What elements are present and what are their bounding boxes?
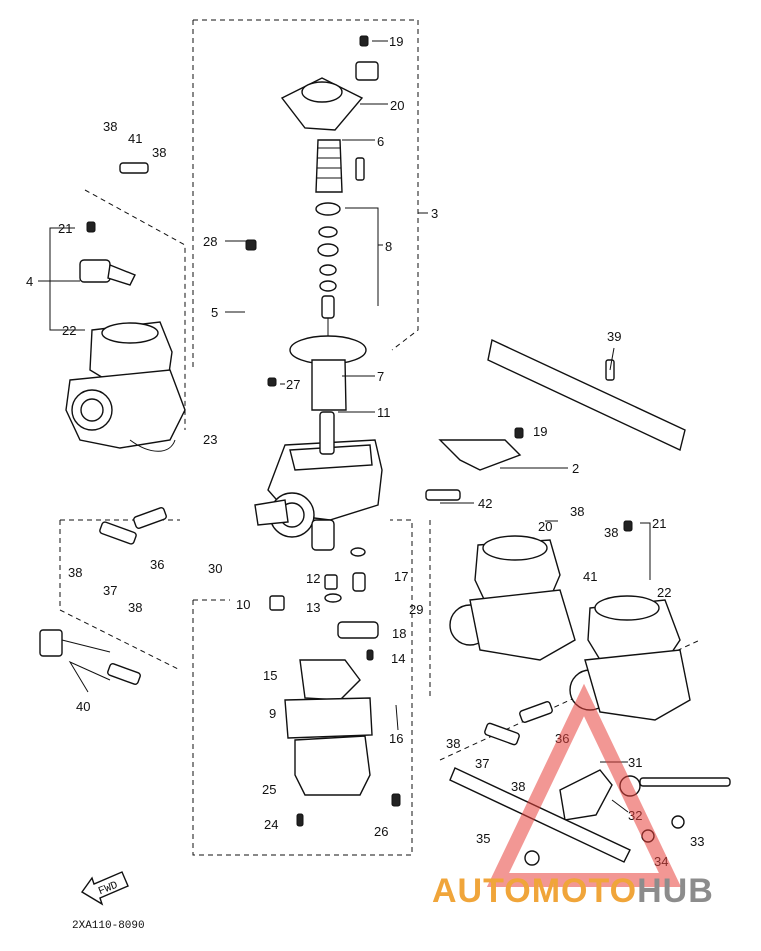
callout-28: 28 xyxy=(203,234,217,249)
callout-38-left-b: 38 xyxy=(128,600,142,615)
callout-38-right-b: 38 xyxy=(604,525,618,540)
callout-40: 40 xyxy=(76,699,90,714)
callout-41-left: 41 xyxy=(128,131,142,146)
svg-text:AUTOMOTOHUB: AUTOMOTOHUB xyxy=(432,872,714,910)
vacuum-chamber-stack xyxy=(280,61,379,455)
callout-8: 8 xyxy=(385,239,392,254)
forward-arrow: FWD xyxy=(80,871,129,906)
callout-22-left: 22 xyxy=(62,323,76,338)
callout-38-right-a: 38 xyxy=(570,504,584,519)
callout-39: 39 xyxy=(607,329,621,344)
logo-text-hub: HUB xyxy=(637,872,714,910)
callout-10: 10 xyxy=(236,597,250,612)
callout-33: 33 xyxy=(690,834,704,849)
callout-21-right: 21 xyxy=(652,516,666,531)
callout-11: 11 xyxy=(377,405,391,420)
callout-22-right: 22 xyxy=(657,585,671,600)
callout-12: 12 xyxy=(306,571,320,586)
diagram-code: 2XA110-8090 xyxy=(72,920,145,932)
callout-38-top-b: 38 xyxy=(152,145,166,160)
callout-36-left: 36 xyxy=(150,557,164,572)
callout-37-left: 37 xyxy=(103,583,117,598)
callout-27: 27 xyxy=(286,377,300,392)
callout-13: 13 xyxy=(306,600,320,615)
callout-35: 35 xyxy=(476,831,490,846)
callout-9: 9 xyxy=(269,706,276,721)
callout-3: 3 xyxy=(431,206,438,221)
callout-26: 26 xyxy=(374,824,388,839)
callout-6: 6 xyxy=(377,134,384,149)
callout-14: 14 xyxy=(391,651,405,666)
left-carburetor xyxy=(65,259,186,452)
watermark-triangle xyxy=(486,683,682,887)
callout-20-right: 20 xyxy=(538,519,552,534)
callout-23: 23 xyxy=(203,432,217,447)
callout-41-right: 41 xyxy=(583,569,597,584)
callout-20-top: 20 xyxy=(390,98,404,113)
callout-21-left: 21 xyxy=(58,221,72,236)
callout-38-left-a: 38 xyxy=(68,565,82,580)
callout-2: 2 xyxy=(572,461,579,476)
right-carburetors xyxy=(449,535,691,721)
leader-lines xyxy=(38,40,651,813)
callout-42: 42 xyxy=(478,496,492,511)
callout-24: 24 xyxy=(264,817,278,832)
callout-25: 25 xyxy=(262,782,276,797)
callout-7: 7 xyxy=(377,369,384,384)
callout-15: 15 xyxy=(263,668,277,683)
logo-text-moto: MOTO xyxy=(532,872,637,910)
float-bowl-group xyxy=(269,547,399,796)
callout-38-bottom-b: 38 xyxy=(511,779,525,794)
callout-30: 30 xyxy=(208,561,222,576)
callout-29: 29 xyxy=(409,602,423,617)
callout-31: 31 xyxy=(628,755,642,770)
callout-38-bottom-a: 38 xyxy=(446,736,460,751)
logo-text-auto: AUTO xyxy=(432,872,532,910)
callout-4: 4 xyxy=(26,274,33,289)
linkage-parts xyxy=(39,162,731,866)
callout-5: 5 xyxy=(211,305,218,320)
callout-17: 17 xyxy=(394,569,408,584)
callout-38-top-a: 38 xyxy=(103,119,117,134)
callout-16: 16 xyxy=(389,731,403,746)
small-screws xyxy=(86,35,633,827)
callout-19-right: 19 xyxy=(533,424,547,439)
callout-37-right: 37 xyxy=(475,756,489,771)
callout-18: 18 xyxy=(392,626,406,641)
callout-labels: 19 20 6 3 8 7 11 38 41 38 21 4 22 28 5 2… xyxy=(26,34,704,869)
callout-19-top: 19 xyxy=(389,34,403,49)
center-carburetor xyxy=(254,439,383,551)
automotohub-watermark: AUTOMOTOHUB xyxy=(432,683,714,910)
